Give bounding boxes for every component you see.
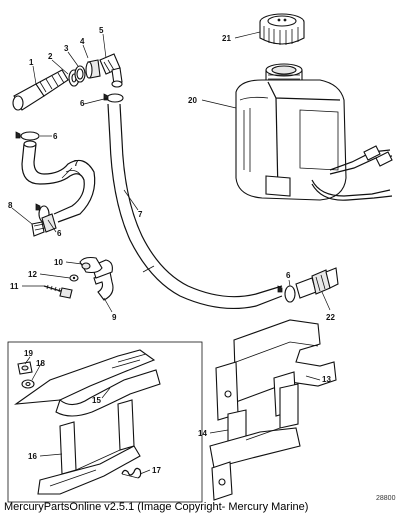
retainer-spring: [121, 467, 142, 479]
callout-18: 18: [36, 359, 45, 368]
elbow-connector: [99, 53, 123, 88]
clip-spacer: [79, 256, 103, 274]
oil-reservoir-tank: [235, 63, 393, 201]
callout-2: 2: [48, 52, 53, 61]
callout-7-long-hose: 7: [138, 210, 143, 219]
callout-4: 4: [80, 37, 85, 46]
retaining-clip: [37, 399, 141, 495]
callout-12: 12: [28, 270, 37, 279]
speed-nut: [17, 361, 33, 375]
reservoir-cap: [259, 13, 305, 45]
mounting-bracket-lower: [209, 383, 301, 501]
inset-detail-box: [7, 341, 203, 503]
hose-clamp-right: [277, 285, 296, 303]
callout-20: 20: [188, 96, 197, 105]
inline-fitting: [31, 213, 57, 237]
diagram-code: 28800: [376, 495, 396, 502]
long-oil-hose: [107, 103, 283, 310]
callout-19: 19: [24, 349, 33, 358]
callout-5: 5: [99, 26, 104, 35]
callout-14: 14: [198, 429, 207, 438]
callout-3: 3: [64, 44, 69, 53]
callout-6-left: 6: [53, 132, 58, 141]
mounting-bracket-upper: [215, 319, 337, 421]
callout-16: 16: [28, 452, 37, 461]
callout-1: 1: [29, 58, 34, 67]
elbow-fitting: [12, 69, 69, 111]
callout-11: 11: [10, 282, 19, 291]
hose-clamp-upper-left: [15, 131, 40, 141]
callout-6-lower: 6: [57, 229, 62, 238]
clip-screw: [43, 284, 73, 299]
callout-7-short-hose: 7: [74, 159, 79, 168]
callout-labels: 1 2 3 4 5 6 6 6 6 7 7 8 9 10 11 12 13 14…: [8, 26, 335, 475]
inset-washer: [21, 379, 35, 389]
callout-15: 15: [92, 396, 101, 405]
callout-9: 9: [112, 313, 117, 322]
callout-8: 8: [8, 201, 13, 210]
screw-washer: [69, 274, 79, 282]
callout-6-right: 6: [286, 271, 291, 280]
fitting-nut: [85, 59, 101, 79]
callout-6-upper: 6: [80, 99, 85, 108]
spring-clip: [14, 349, 161, 417]
callout-10: 10: [54, 258, 63, 267]
copyright-caption: MercuryPartsOnline v2.5.1 (Image Copyrig…: [4, 501, 308, 513]
barbed-fitting: [295, 267, 339, 299]
short-oil-hose: [21, 140, 96, 223]
callout-13: 13: [322, 375, 331, 384]
o-ring: [74, 65, 86, 83]
callout-17: 17: [152, 466, 161, 475]
leader-lines: [11, 31, 331, 475]
callout-21: 21: [222, 34, 231, 43]
callout-22: 22: [326, 313, 335, 322]
